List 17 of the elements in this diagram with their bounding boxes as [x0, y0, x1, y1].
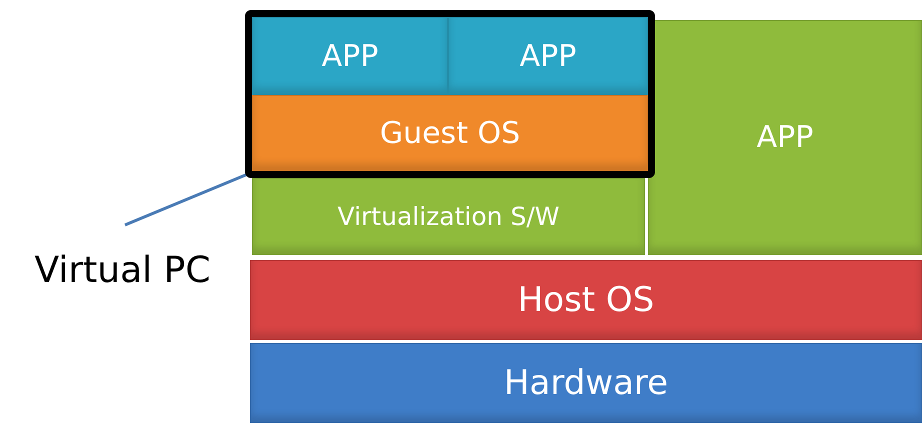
layer-label: Guest OS	[380, 116, 520, 150]
layer-label: Hardware	[504, 363, 668, 403]
layer-label: Virtualization S/W	[338, 202, 560, 231]
layer-label: APP	[520, 38, 576, 74]
layer-label: Host OS	[518, 280, 654, 320]
app-layer	[252, 17, 448, 95]
leader-line	[124, 172, 249, 226]
app-layer	[648, 20, 922, 255]
virtualization-layer	[252, 178, 645, 255]
host-os-layer	[250, 260, 922, 340]
hardware-layer	[250, 343, 922, 423]
layer-label: APP	[756, 120, 814, 155]
guest-os-layer	[252, 95, 648, 171]
virtual-pc-frame	[245, 10, 655, 178]
layer-label: APP	[322, 38, 378, 74]
app-layer	[448, 17, 648, 95]
caption-label: Virtual PC	[34, 250, 210, 290]
